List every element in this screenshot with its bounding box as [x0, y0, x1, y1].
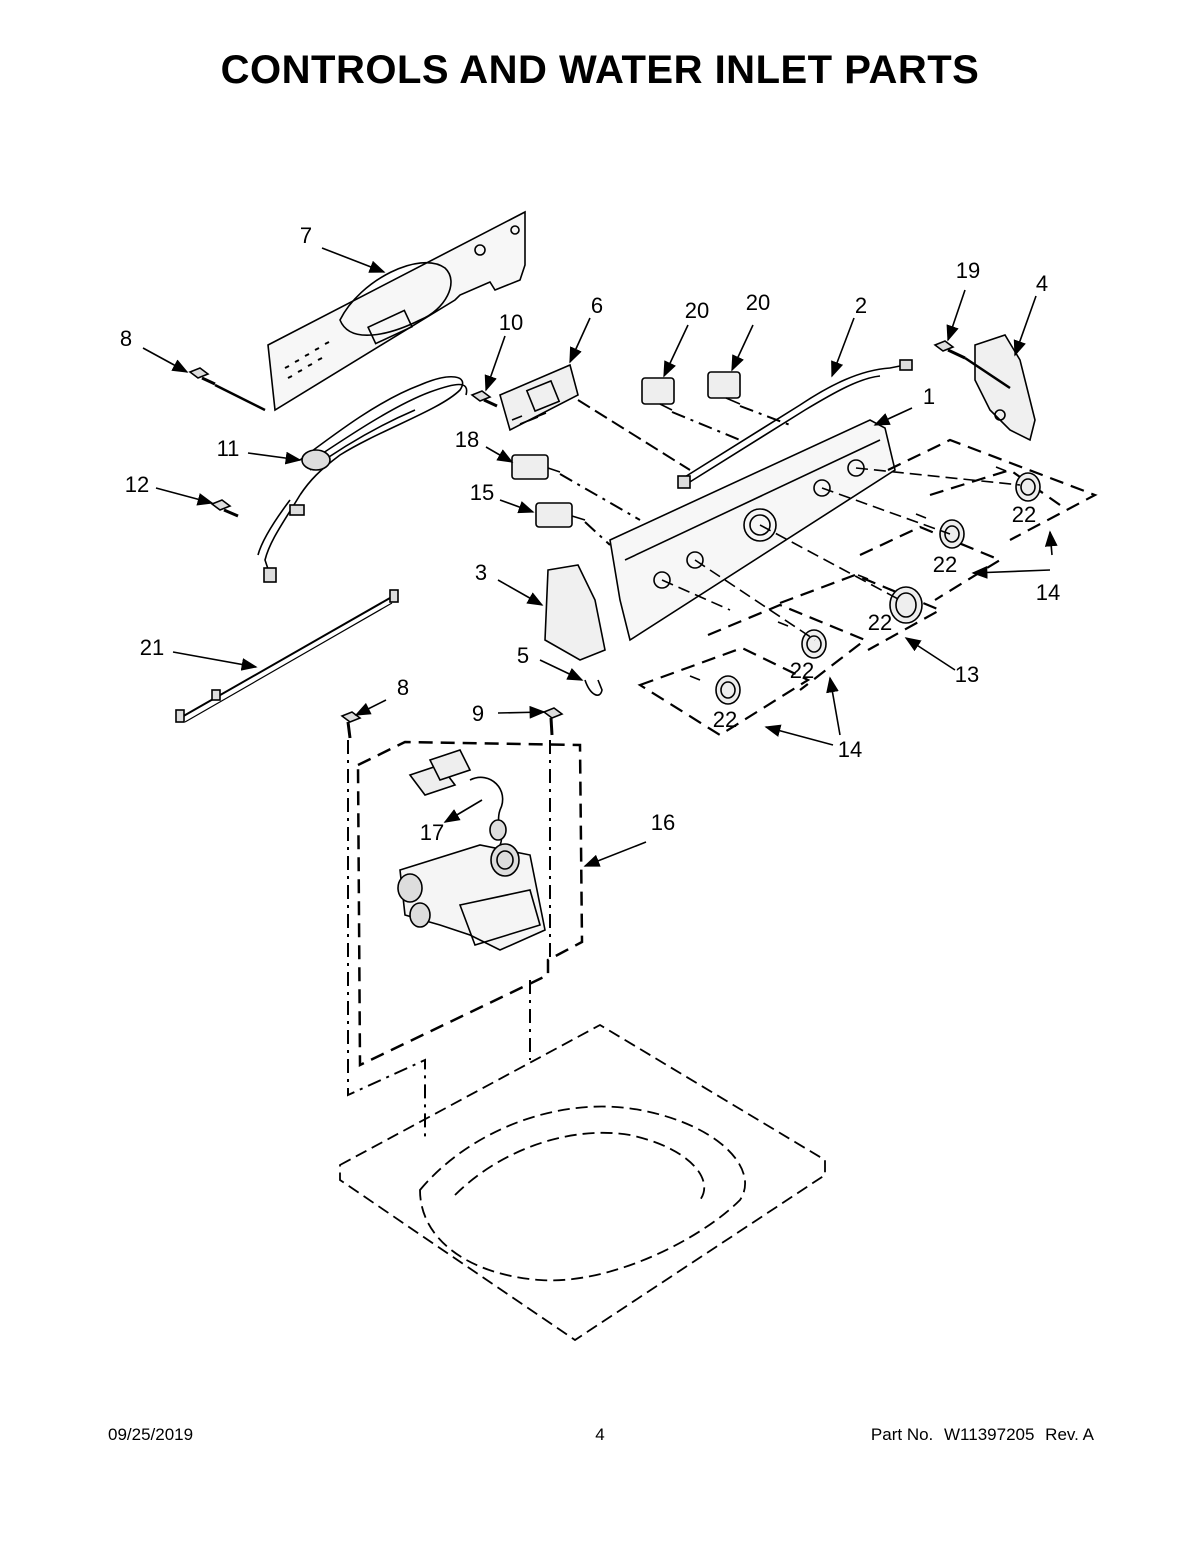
- screw-part: [210, 499, 239, 518]
- callout-20: 20: [685, 298, 709, 323]
- callout-17: 17: [420, 820, 444, 845]
- callout-22-a: 22: [1012, 502, 1036, 527]
- washer-top-part: [339, 1023, 826, 1342]
- switch-part: [511, 454, 561, 480]
- callout-15: 15: [470, 480, 494, 505]
- callout-14-lower: 14: [838, 737, 862, 762]
- clip-part: [584, 679, 603, 696]
- footer-part-number: W11397205: [944, 1425, 1035, 1444]
- screw-part: [933, 340, 966, 360]
- callout-7: 7: [300, 223, 312, 248]
- callout-1: 1: [923, 384, 935, 409]
- callout-12: 12: [125, 472, 149, 497]
- knob-part: [689, 675, 741, 705]
- page-title: CONTROLS AND WATER INLET PARTS: [220, 48, 980, 92]
- valve-assembly-outline: [356, 740, 584, 1067]
- cable-part: [175, 589, 399, 723]
- callout-3: 3: [475, 560, 487, 585]
- screw-leader-line: [214, 383, 266, 412]
- end-cap-part: [974, 334, 1036, 442]
- callout-16: 16: [651, 810, 675, 835]
- callout-8-lower: 8: [397, 675, 409, 700]
- wire-harness-part: [257, 375, 468, 583]
- screw-part: [340, 711, 362, 739]
- water-valve-part: [397, 749, 546, 951]
- switch-part: [535, 502, 586, 528]
- control-board-part: [499, 363, 579, 432]
- footer-date: 09/25/2019: [108, 1425, 194, 1444]
- callout-19: 19: [956, 258, 980, 283]
- footer-part-info: Part No. W11397205 Rev. A: [865, 1425, 1094, 1445]
- callout-8: 8: [120, 326, 132, 351]
- knob-part: [915, 513, 965, 549]
- screw-part: [542, 707, 564, 736]
- callout-22-d: 22: [790, 658, 814, 683]
- callout-11: 11: [217, 436, 240, 461]
- callout-5: 5: [517, 643, 529, 668]
- knob-part: [995, 466, 1041, 502]
- console-part: [609, 419, 896, 642]
- footer-page-number: 4: [595, 1425, 605, 1444]
- callout-22-e: 22: [713, 707, 737, 732]
- knob-part: [777, 621, 827, 659]
- callout-9: 9: [472, 701, 484, 726]
- callout-13: 13: [955, 662, 979, 687]
- callout-22-b: 22: [933, 552, 957, 577]
- switch-part: [707, 371, 741, 405]
- callout-20-second: 20: [746, 290, 770, 315]
- callout-6: 6: [591, 293, 603, 318]
- switch-part: [641, 377, 675, 411]
- screw-part: [470, 390, 498, 408]
- callout-22-c: 22: [868, 610, 892, 635]
- rear-panel-part: [267, 210, 526, 412]
- knob-group-outline: [637, 438, 1098, 737]
- knob-part: [857, 574, 923, 624]
- callout-21: 21: [140, 635, 164, 660]
- console-harness-part: [677, 359, 913, 489]
- callout-4: 4: [1036, 271, 1048, 296]
- footer-part-label: Part No.: [870, 1425, 934, 1444]
- callout-18: 18: [455, 427, 479, 452]
- footer-revision: Rev. A: [1045, 1425, 1094, 1444]
- callout-14: 14: [1036, 580, 1060, 605]
- callout-10: 10: [499, 310, 523, 335]
- side-cover-part: [544, 564, 606, 661]
- screw-part: [188, 367, 216, 386]
- callout-2: 2: [855, 293, 867, 318]
